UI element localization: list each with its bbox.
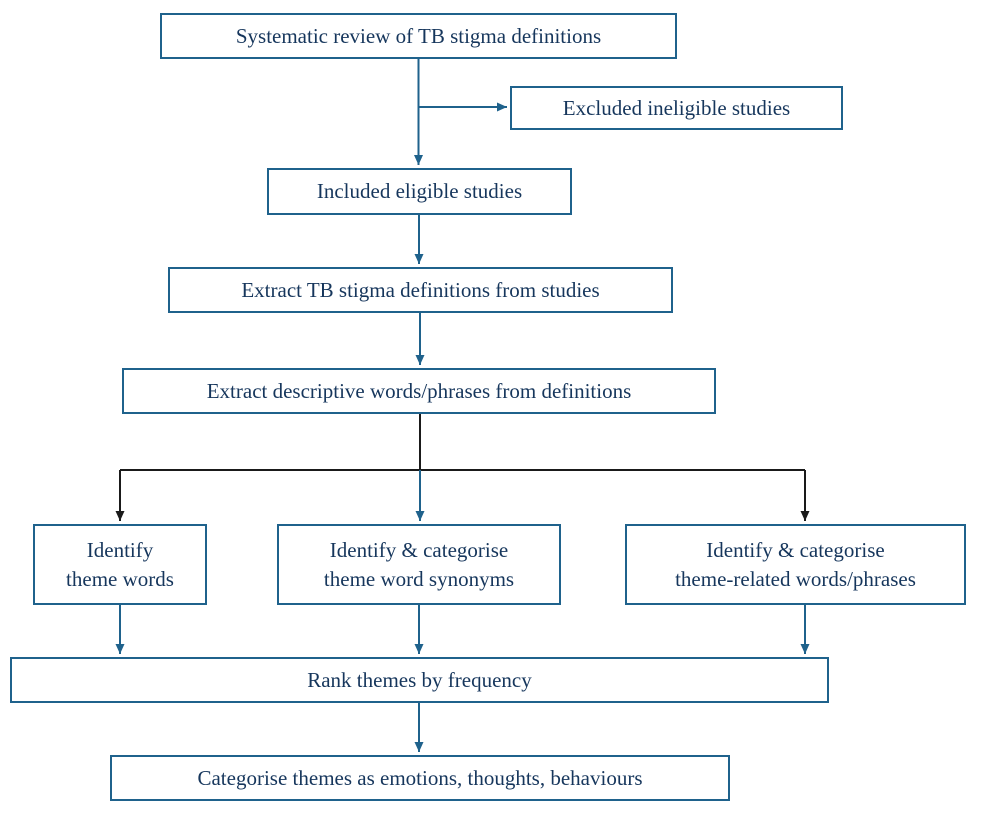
node-identify-synonyms: Identify & categorise theme word synonym…: [277, 524, 561, 605]
node-categorise-themes-label: Categorise themes as emotions, thoughts,…: [197, 765, 643, 790]
node-excluded-studies: Excluded ineligible studies: [510, 86, 843, 130]
node-extract-words: Extract descriptive words/phrases from d…: [122, 368, 716, 414]
node-extract-definitions-label: Extract TB stigma definitions from studi…: [241, 277, 600, 302]
node-identify-related-label: Identify & categorise theme-related word…: [675, 537, 916, 591]
splitter-line: [120, 414, 805, 471]
node-extract-definitions: Extract TB stigma definitions from studi…: [168, 267, 673, 313]
node-included-studies-label: Included eligible studies: [316, 179, 523, 204]
node-identify-theme-words-label: Identify theme words: [66, 537, 174, 591]
node-categorise-themes: Categorise themes as emotions, thoughts,…: [110, 755, 730, 801]
node-identify-synonyms-label: Identify & categorise theme word synonym…: [323, 537, 515, 591]
node-extract-words-label: Extract descriptive words/phrases from d…: [206, 378, 632, 403]
node-identify-theme-words: Identify theme words: [33, 524, 207, 605]
node-included-studies: Included eligible studies: [267, 168, 572, 215]
node-identify-related: Identify & categorise theme-related word…: [625, 524, 966, 605]
node-rank-themes-label: Rank themes by frequency: [307, 667, 532, 692]
node-systematic-review: Systematic review of TB stigma definitio…: [160, 13, 677, 59]
node-systematic-review-label: Systematic review of TB stigma definitio…: [235, 23, 602, 48]
node-excluded-studies-label: Excluded ineligible studies: [562, 95, 791, 120]
node-rank-themes: Rank themes by frequency: [10, 657, 829, 703]
